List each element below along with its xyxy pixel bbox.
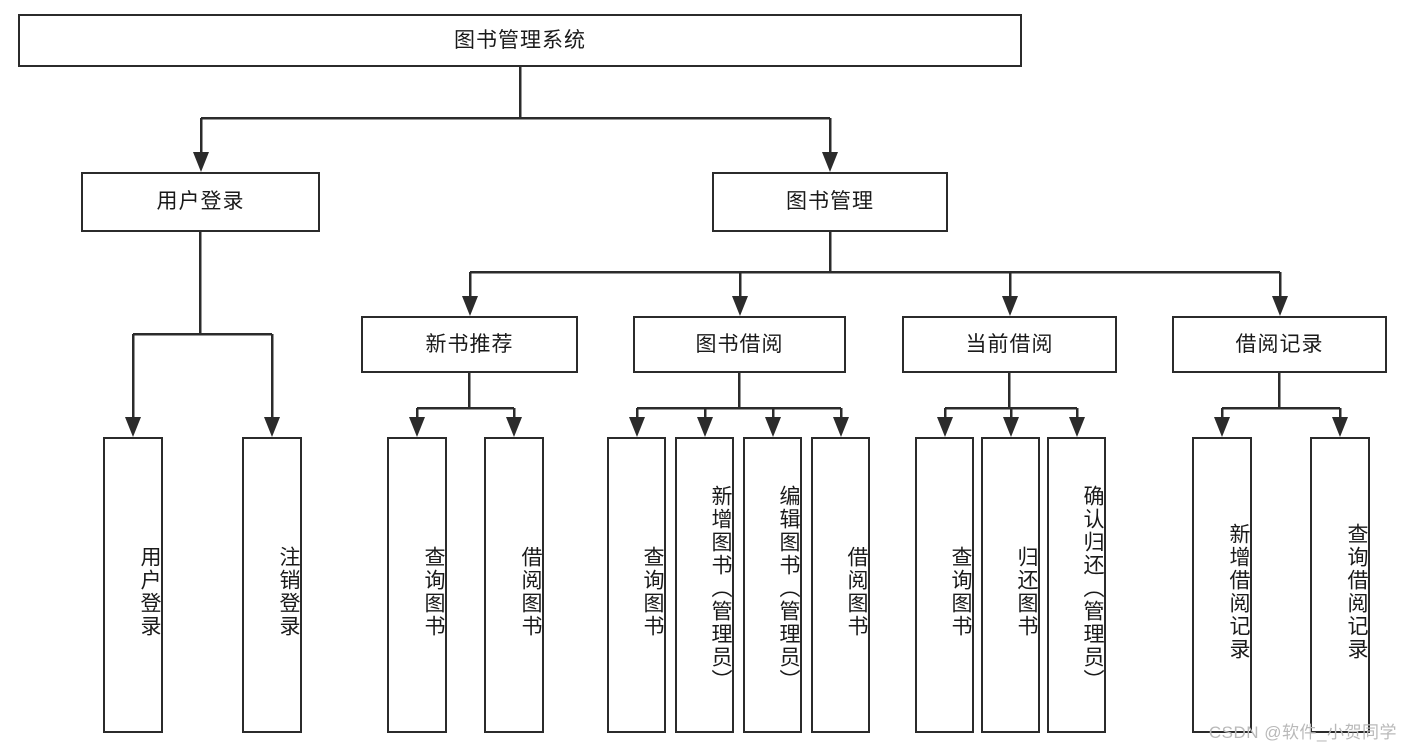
node-label: 借阅记录 — [1235, 332, 1324, 356]
node-label: 新增借阅记录 — [1227, 523, 1250, 661]
node-label: 图书管理 — [786, 190, 874, 214]
node-bookmgmt[interactable]: 图书管理 — [712, 172, 948, 232]
node-leaf-b-add[interactable]: 新增图书（管理员） — [675, 437, 734, 733]
node-label: 归还图书 — [1015, 546, 1038, 638]
node-leaf-c-query[interactable]: 查询图书 — [915, 437, 974, 733]
node-label: 用户登录 — [156, 190, 245, 214]
node-label: 图书借阅 — [695, 332, 784, 356]
node-current[interactable]: 当前借阅 — [902, 316, 1117, 373]
node-label: 编辑图书（管理员） — [777, 484, 800, 692]
node-leaf-r-add[interactable]: 新增借阅记录 — [1192, 437, 1252, 733]
node-leaf-logout[interactable]: 注销登录 — [242, 437, 302, 733]
node-label: 图书管理系统 — [454, 28, 586, 52]
node-label: 确认归还（管理员） — [1081, 484, 1104, 692]
node-root[interactable]: 图书管理系统 — [18, 14, 1022, 67]
node-leaf-c-return[interactable]: 归还图书 — [981, 437, 1040, 733]
node-label: 查询图书 — [422, 546, 445, 638]
node-label: 查询图书 — [949, 546, 972, 638]
node-label: 借阅图书 — [519, 546, 542, 638]
node-label: 新书推荐 — [425, 332, 514, 356]
node-leaf-b-query[interactable]: 查询图书 — [607, 437, 666, 733]
node-label: 注销登录 — [277, 546, 300, 638]
node-leaf-r-query[interactable]: 查询借阅记录 — [1310, 437, 1370, 733]
node-label: 查询图书 — [641, 546, 664, 638]
node-leaf-b-borrow[interactable]: 借阅图书 — [811, 437, 870, 733]
node-borrow[interactable]: 图书借阅 — [633, 316, 846, 373]
node-label: 借阅图书 — [845, 546, 868, 638]
node-login[interactable]: 用户登录 — [81, 172, 320, 232]
node-label: 当前借阅 — [965, 332, 1054, 356]
node-label: 用户登录 — [138, 546, 161, 638]
node-label: 新增图书（管理员） — [709, 484, 732, 692]
node-leaf-b-edit[interactable]: 编辑图书（管理员） — [743, 437, 802, 733]
node-leaf-login[interactable]: 用户登录 — [103, 437, 163, 733]
node-leaf-nb-query[interactable]: 查询图书 — [387, 437, 447, 733]
node-records[interactable]: 借阅记录 — [1172, 316, 1387, 373]
watermark: CSDN @软件_小贺同学 — [1208, 723, 1397, 742]
node-leaf-c-confirm[interactable]: 确认归还（管理员） — [1047, 437, 1106, 733]
node-leaf-nb-borrow[interactable]: 借阅图书 — [484, 437, 544, 733]
node-label: 查询借阅记录 — [1345, 523, 1368, 661]
node-newbook[interactable]: 新书推荐 — [361, 316, 578, 373]
